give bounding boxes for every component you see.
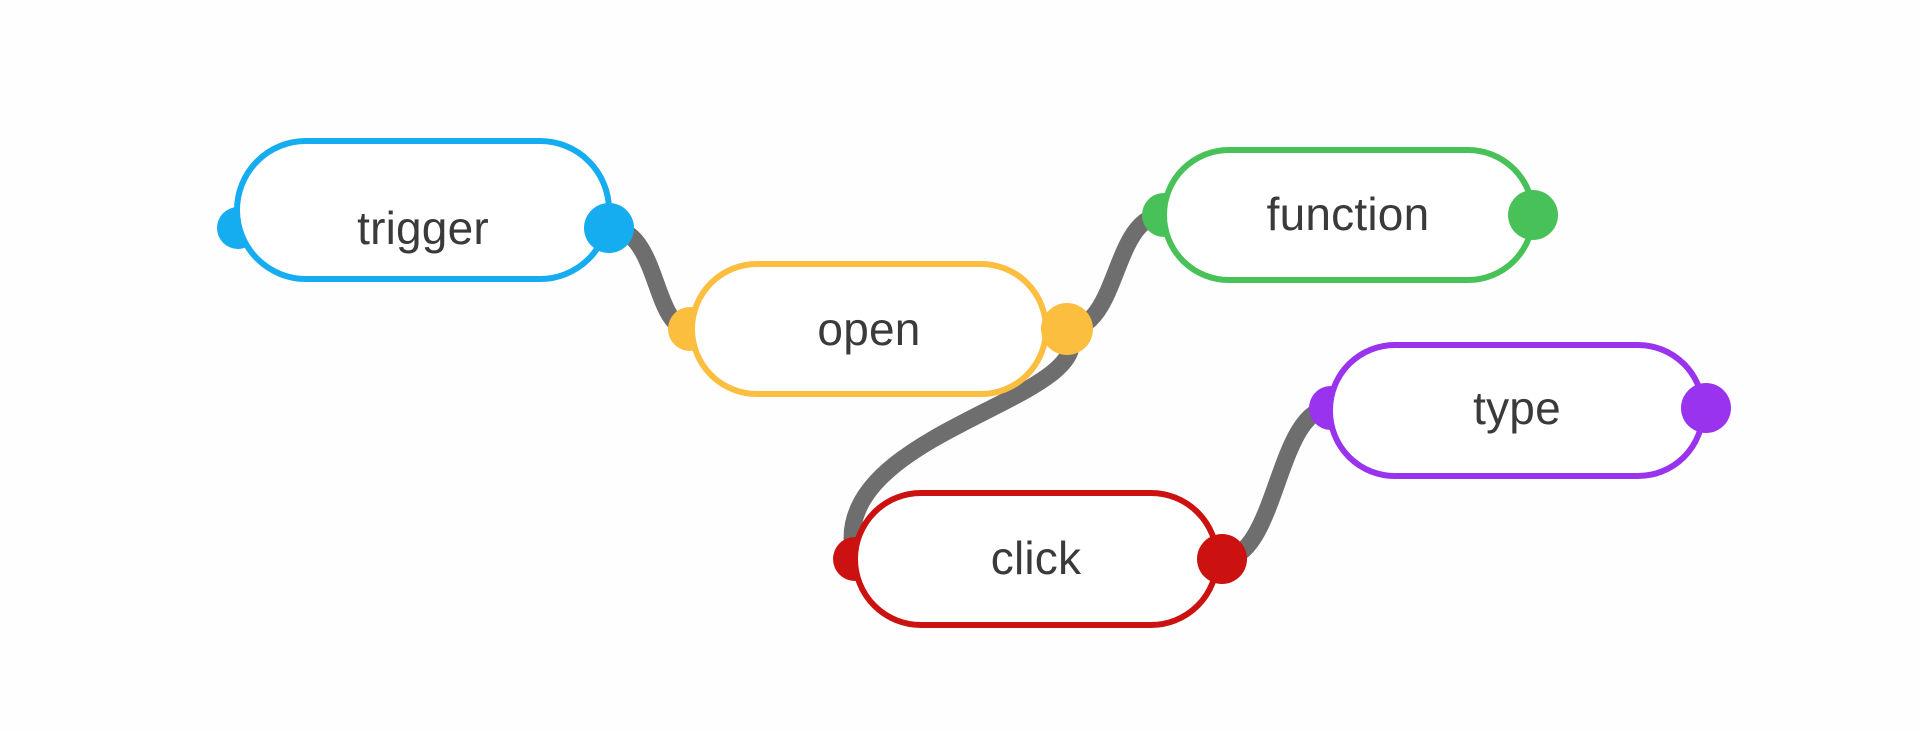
output-port-layer: [584, 190, 1731, 584]
node-function-label: function: [1267, 188, 1430, 240]
wire-open-to-click[interactable]: [843, 320, 1080, 568]
node-type-label: type: [1473, 382, 1561, 434]
node-layer: trigger open function click type: [234, 138, 1706, 628]
node-trigger-label: trigger: [357, 202, 489, 254]
node-open-label: open: [817, 303, 920, 355]
node-click[interactable]: click: [852, 490, 1220, 628]
wire-click-to-type[interactable]: [1213, 399, 1340, 568]
port-trigger-output[interactable]: [584, 203, 634, 253]
node-click-label: click: [991, 532, 1082, 584]
node-function[interactable]: function: [1161, 147, 1536, 283]
port-click-output[interactable]: [1197, 534, 1247, 584]
port-type-output[interactable]: [1681, 383, 1731, 433]
port-function-output[interactable]: [1508, 190, 1558, 240]
node-type[interactable]: type: [1327, 342, 1706, 479]
node-trigger[interactable]: trigger: [234, 138, 612, 282]
node-open[interactable]: open: [689, 261, 1049, 397]
port-open-output[interactable]: [1041, 303, 1093, 355]
